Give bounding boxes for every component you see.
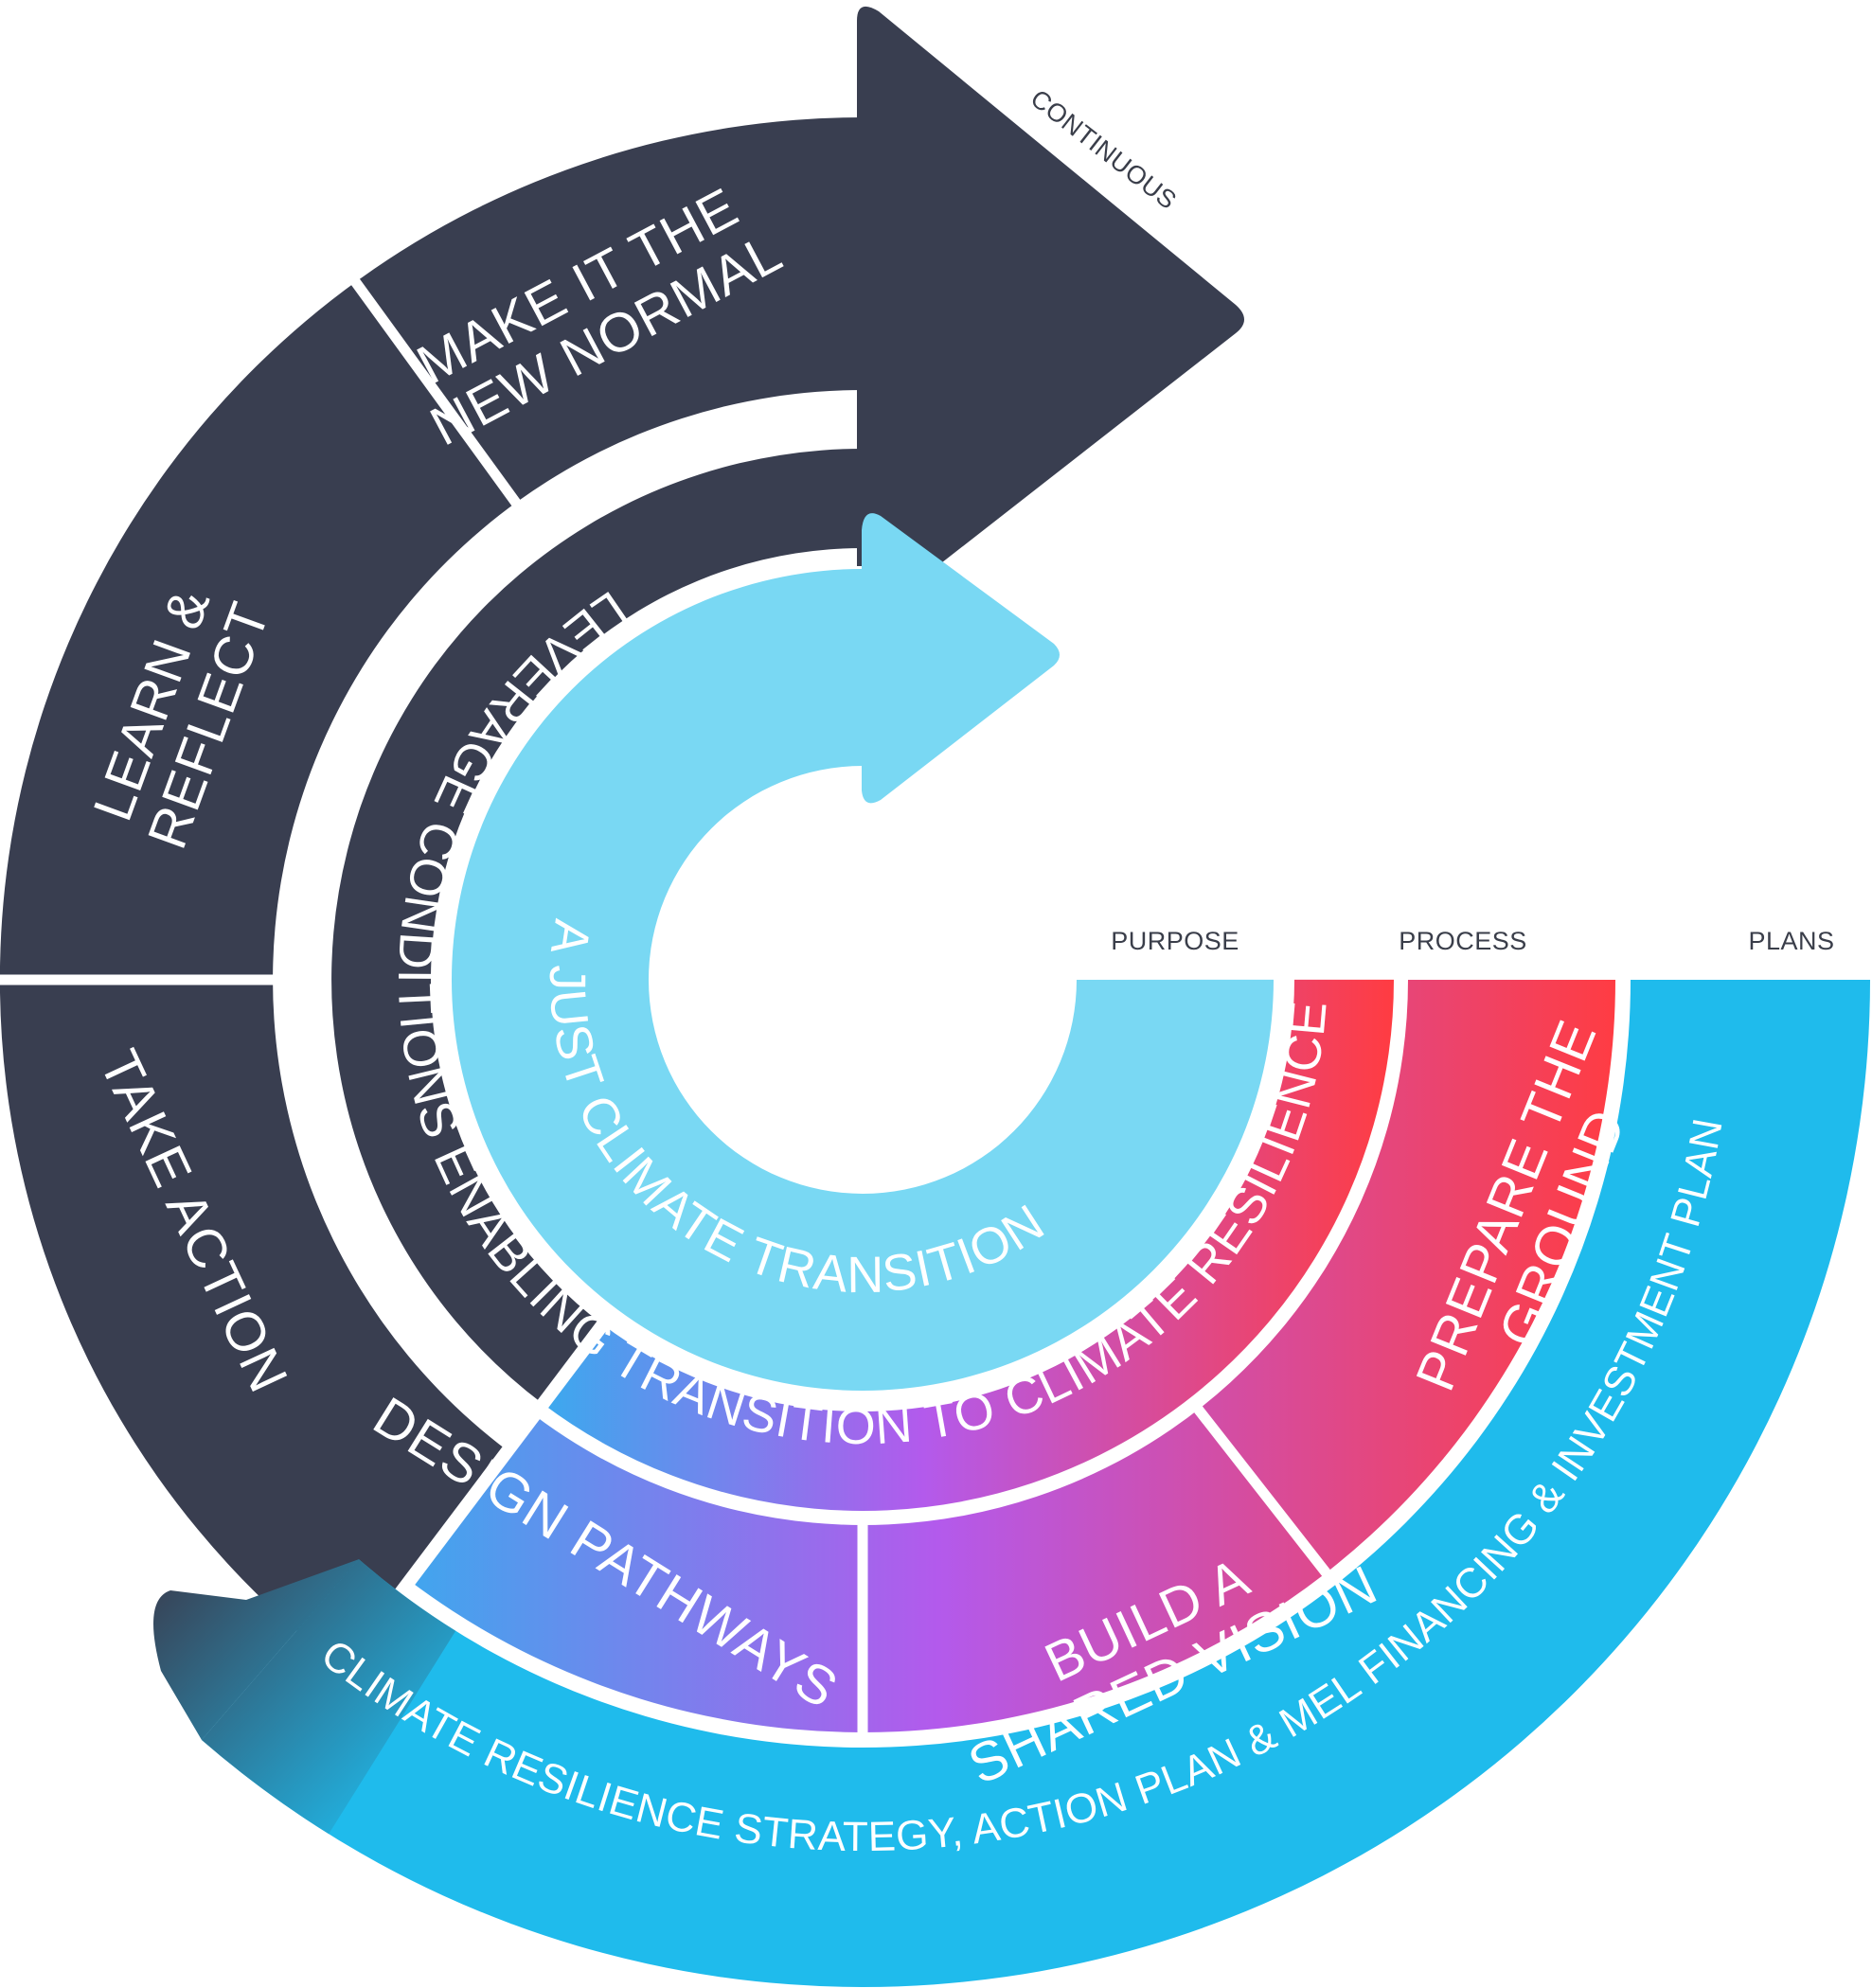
leverage-ring-dark: [331, 449, 863, 1404]
plans-ring-tail: [153, 1559, 359, 1740]
enabling-ring-colored: [543, 979, 1394, 1511]
continuous-ring-body: [0, 117, 863, 1669]
purpose-header: PURPOSE: [1111, 927, 1239, 955]
plans-tail-blend: [202, 1559, 456, 1835]
process-ring: [409, 980, 1616, 1732]
plans-ring: [202, 980, 1870, 1987]
process-header: PROCESS: [1399, 927, 1527, 955]
center-arrowhead: [862, 513, 1060, 843]
plans-header: PLANS: [1748, 927, 1834, 955]
arrow-joint: [857, 390, 866, 407]
process-step-divider: [1191, 1403, 1333, 1580]
center-ring: [452, 569, 1274, 1391]
continuous-step-divider: [348, 275, 522, 507]
continuous-arrowhead: [857, 6, 1244, 567]
